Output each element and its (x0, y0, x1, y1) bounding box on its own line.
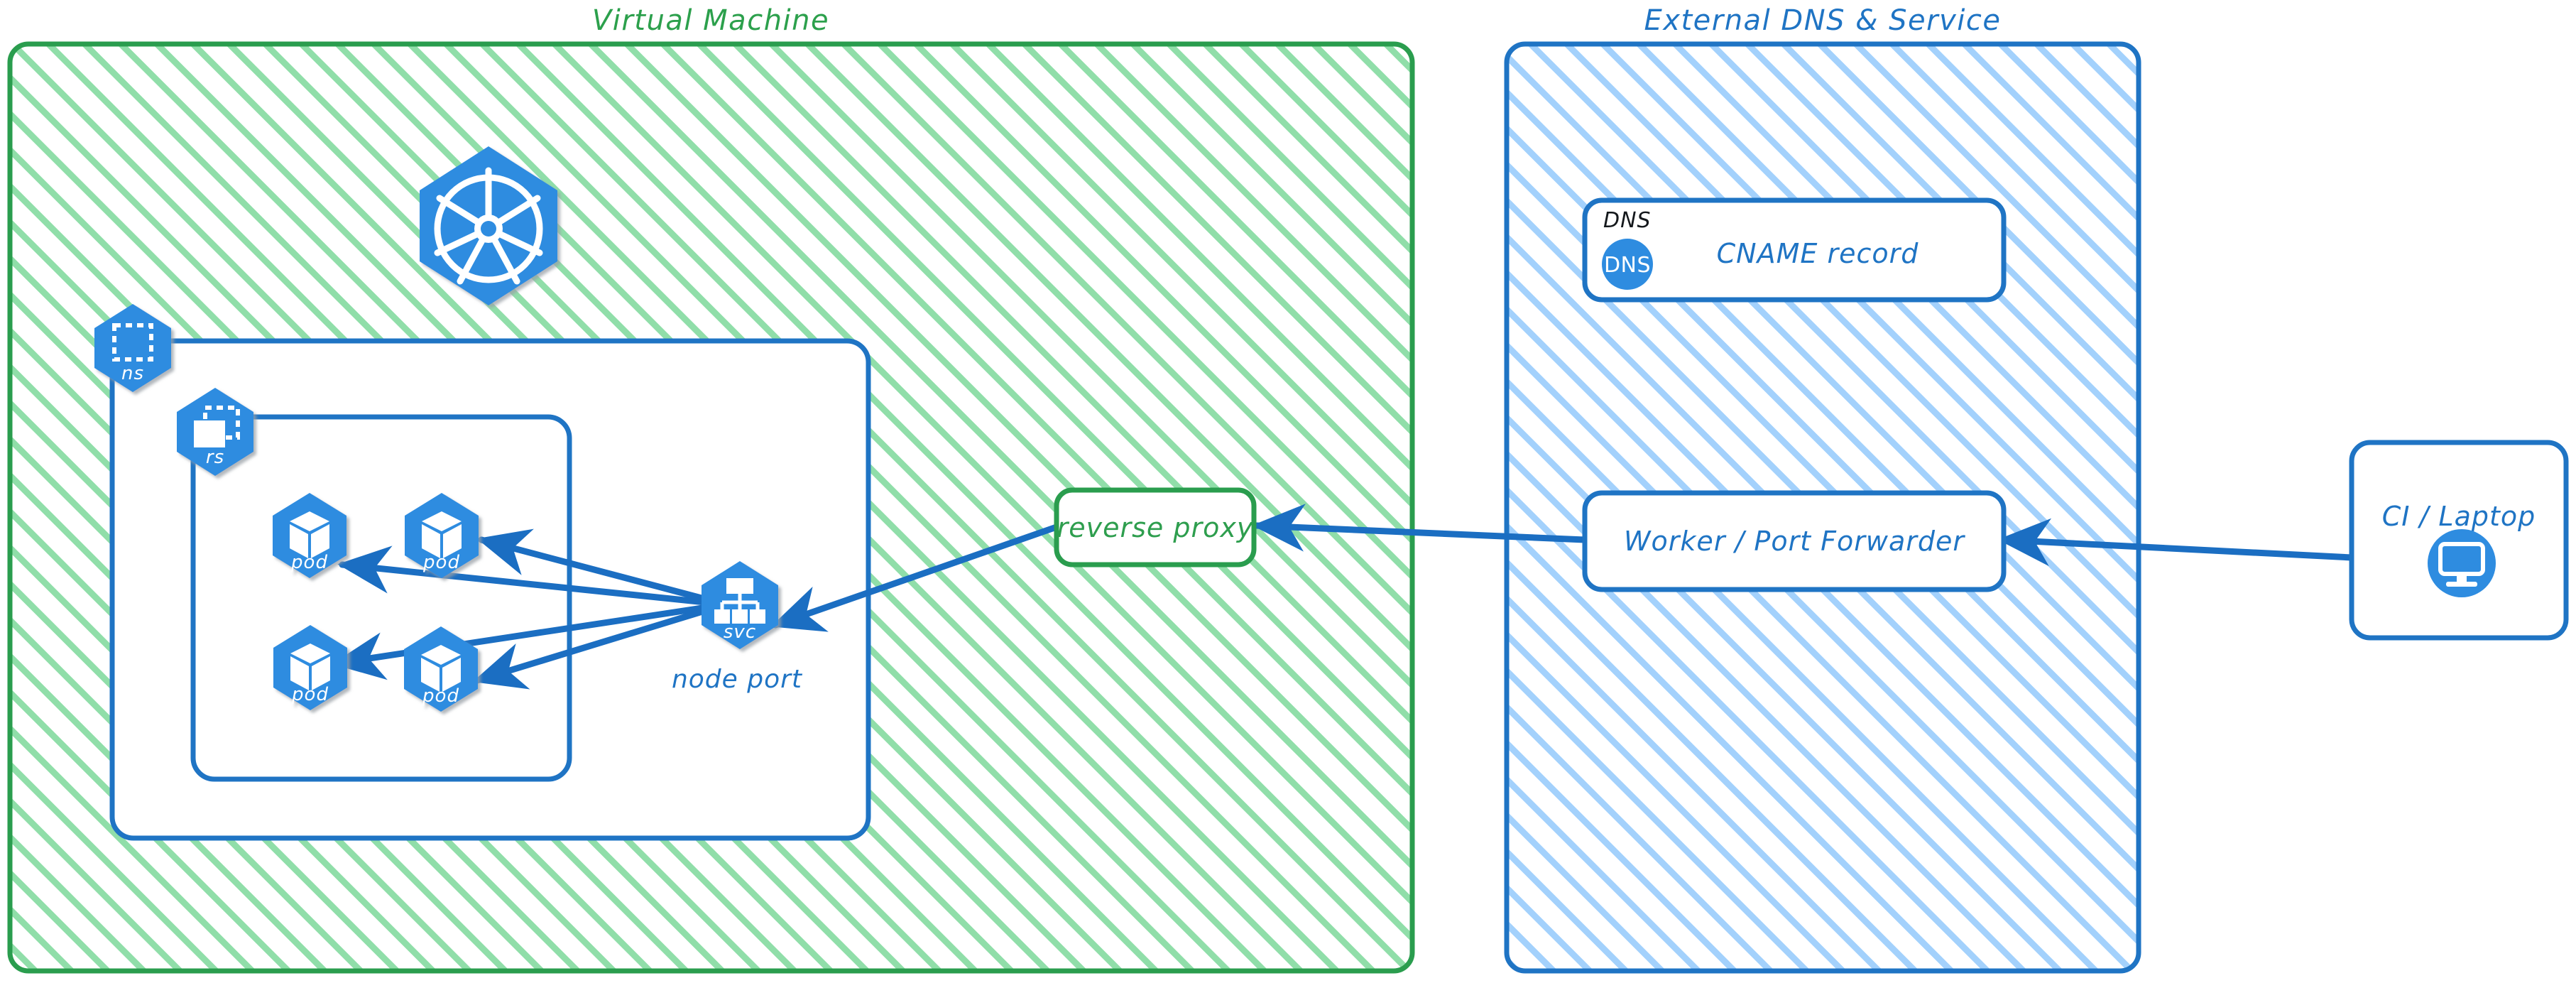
dns-card-type-label: DNS (1603, 208, 1652, 233)
pod-icon-1: pod (273, 493, 346, 578)
edge-svc-to-pod-2 (476, 528, 729, 608)
dns-card-box[interactable] (1582, 197, 2007, 303)
replicaset-box-frame (190, 414, 572, 782)
reverse-proxy-label: reverse proxy (1057, 512, 1254, 543)
zone-external-dns-service: External DNS & Service (1504, 4, 2141, 974)
edge-svc-to-pod-4 (472, 601, 729, 690)
ci-laptop-label: CI / Laptop (2382, 501, 2536, 532)
kubernetes-service-icon: svc (702, 561, 778, 649)
reverse-proxy-node[interactable]: reverse proxy (1054, 487, 1257, 567)
replicaset-box (190, 414, 572, 782)
service-caption: svc (724, 621, 756, 643)
pod-caption-2: pod (422, 552, 460, 573)
kubernetes-logo (420, 146, 557, 305)
reverse-proxy-box[interactable] (1054, 487, 1257, 567)
namespace-badge-caption: ns (121, 363, 144, 384)
edges-service-to-pods (332, 528, 729, 690)
replicaset-badge-caption: rs (206, 447, 224, 468)
dns-badge-text: DNS (1604, 253, 1651, 278)
node-port-label: node port (672, 665, 803, 694)
kubernetes-namespace-icon: ns (94, 304, 171, 392)
pod-icon-2: pod (405, 493, 479, 578)
worker-port-forwarder-node[interactable]: Worker / Port Forwarder (1582, 490, 2007, 592)
edge-svc-to-pod-1 (337, 545, 729, 608)
pod-caption-1: pod (290, 552, 328, 573)
edge-reverse-proxy-to-svc (770, 523, 1060, 632)
pod-icon-4: pod (404, 626, 478, 712)
pod-caption-3: pod (291, 684, 329, 705)
dns-card-label: CNAME record (1717, 238, 1919, 269)
edge-worker-to-reverse-proxy (1252, 504, 1588, 552)
edge-ci-laptop-to-worker (1997, 518, 2355, 567)
worker-box[interactable] (1582, 490, 2007, 592)
zone-title-virtual-machine: Virtual Machine (592, 4, 829, 37)
kubernetes-replicaset-icon: rs (177, 388, 253, 476)
desktop-monitor-icon (2428, 529, 2496, 597)
pod-icon-3: pod (273, 625, 347, 710)
zone-title-external-dns-service: External DNS & Service (1644, 4, 2002, 37)
pod-caption-4: pod (422, 685, 459, 707)
dns-badge-circle (1602, 239, 1653, 290)
edge-svc-to-pod-3 (332, 601, 729, 680)
dns-card[interactable]: DNS DNS CNAME record (1582, 197, 2007, 303)
worker-label: Worker / Port Forwarder (1624, 526, 1965, 557)
ci-laptop-node[interactable]: CI / Laptop (2349, 440, 2569, 641)
